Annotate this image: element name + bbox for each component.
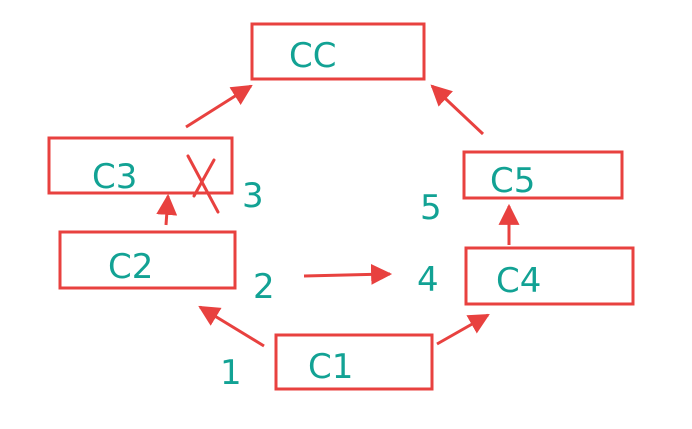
step-number-5: 5 (420, 188, 442, 228)
strike-out-mark (186, 154, 220, 214)
node-c4-box (464, 246, 635, 306)
node-c3: C3 (47, 136, 234, 214)
arrow-c5-to-cc (430, 84, 485, 136)
node-c2-label: C2 (108, 247, 153, 287)
node-c1-label: C1 (308, 347, 353, 387)
node-cc-box (250, 22, 426, 81)
arrow-c1-to-c2 (198, 305, 265, 348)
arrow-c3-to-cc (185, 84, 253, 129)
node-cc-label: CC (289, 36, 336, 76)
node-c2-box (58, 230, 237, 290)
node-c5-box (462, 150, 624, 200)
node-c1: C1 (274, 333, 434, 391)
step-number-4: 4 (417, 260, 439, 300)
node-c2: C2 (58, 230, 237, 290)
step-number-1: 1 (220, 353, 242, 393)
arrow-c2-to-c3 (156, 193, 178, 226)
step-number-2: 2 (253, 267, 275, 307)
node-c4-label: C4 (496, 261, 541, 301)
node-c3-box (47, 136, 234, 195)
node-c1-box (274, 333, 434, 391)
node-c3-label: C3 (92, 157, 137, 197)
node-c4: C4 (464, 246, 635, 306)
step-number-3: 3 (242, 176, 264, 216)
arrow-c1-to-c4 (436, 313, 490, 346)
arrow-step2-to-step4 (303, 263, 393, 285)
node-c5: C5 (462, 150, 624, 201)
node-c5-label: C5 (490, 161, 535, 201)
node-cc: CC (250, 22, 426, 81)
